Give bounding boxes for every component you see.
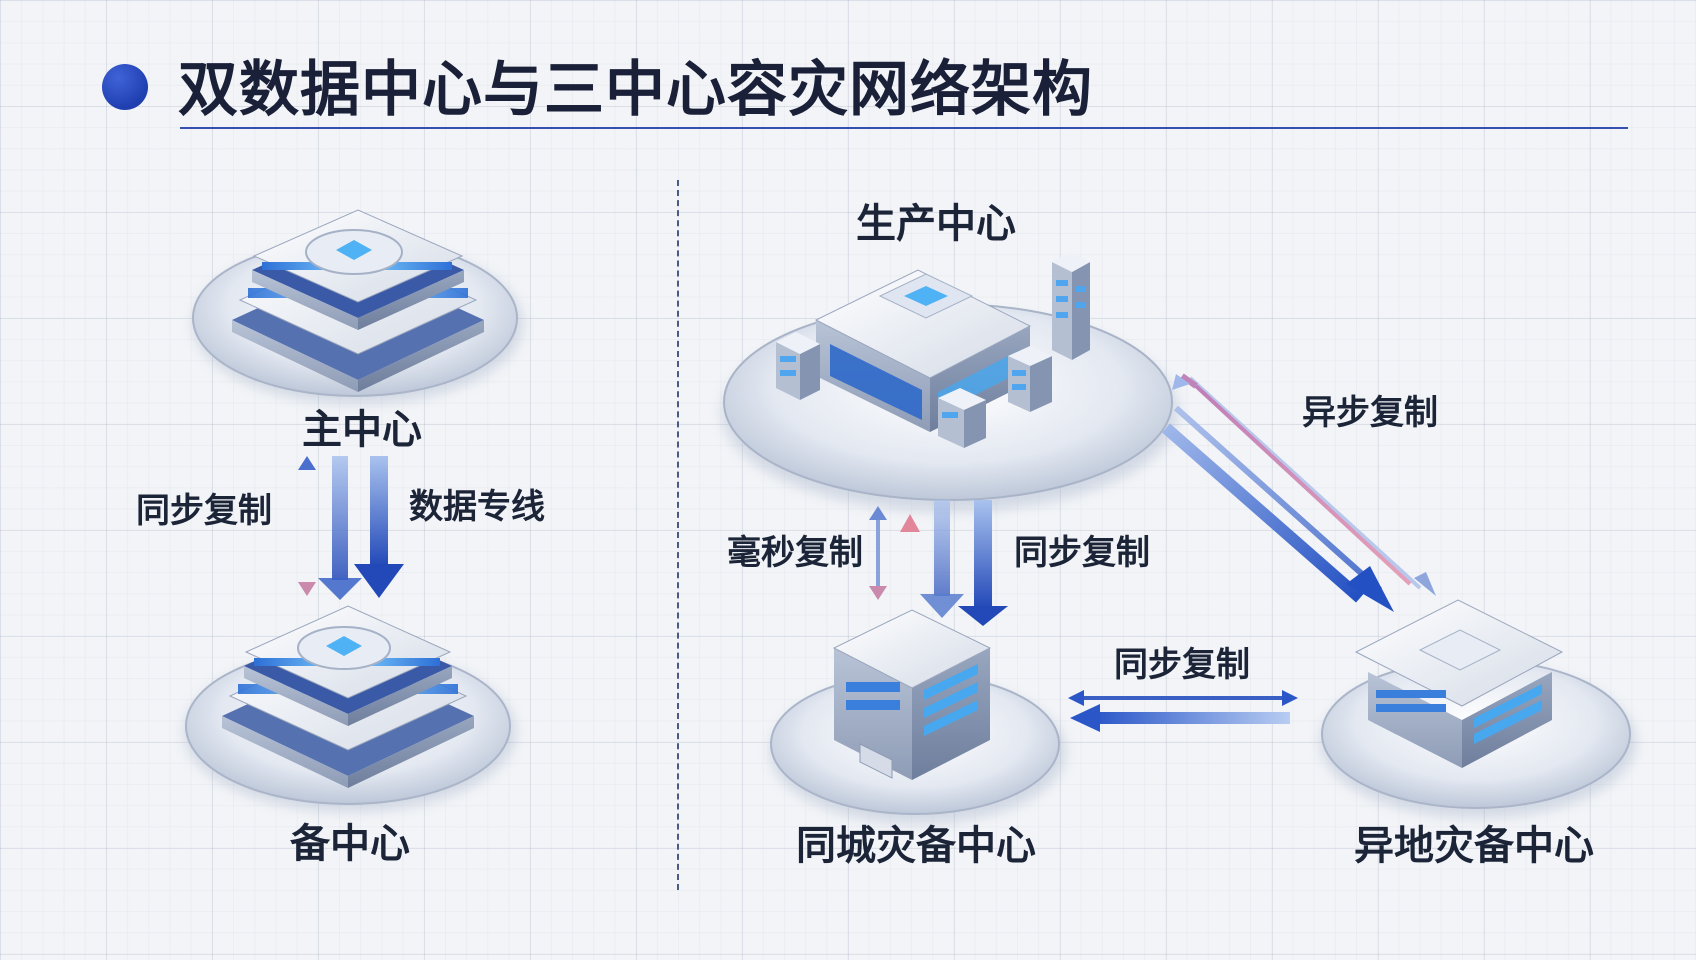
- sync-replication-label-vertical: 同步复制: [1014, 533, 1150, 573]
- same-city-center-building: [770, 609, 1066, 824]
- section-divider: [677, 180, 679, 890]
- backup-center-building: [184, 605, 516, 812]
- primary-center-building: [192, 209, 523, 404]
- sync-replication-label-horizontal: 同步复制: [1114, 645, 1250, 685]
- production-samecity-links: [869, 500, 1008, 626]
- samecity-remote-links: [1068, 690, 1298, 732]
- production-remote-links: [1162, 373, 1436, 612]
- primary-backup-links: [298, 456, 404, 600]
- async-replication-label: 异步复制: [1302, 393, 1438, 433]
- backup-center-label: 备中心: [290, 821, 410, 867]
- title-bullet-dot: [102, 64, 148, 110]
- production-center-building: [722, 252, 1178, 512]
- sync-replication-label-left: 同步复制: [136, 491, 272, 531]
- remote-center-label: 异地灾备中心: [1354, 823, 1594, 869]
- millisecond-replication-label: 毫秒复制: [727, 533, 863, 573]
- production-center-label: 生产中心: [856, 201, 1016, 247]
- dedicated-line-label: 数据专线: [409, 487, 545, 527]
- same-city-center-label: 同城灾备中心: [796, 823, 1036, 869]
- page-title: 双数据中心与三中心容灾网络架构: [178, 55, 1093, 125]
- title-underline: [180, 127, 1628, 129]
- remote-center-building: [1320, 599, 1636, 818]
- primary-center-label: 主中心: [302, 407, 422, 453]
